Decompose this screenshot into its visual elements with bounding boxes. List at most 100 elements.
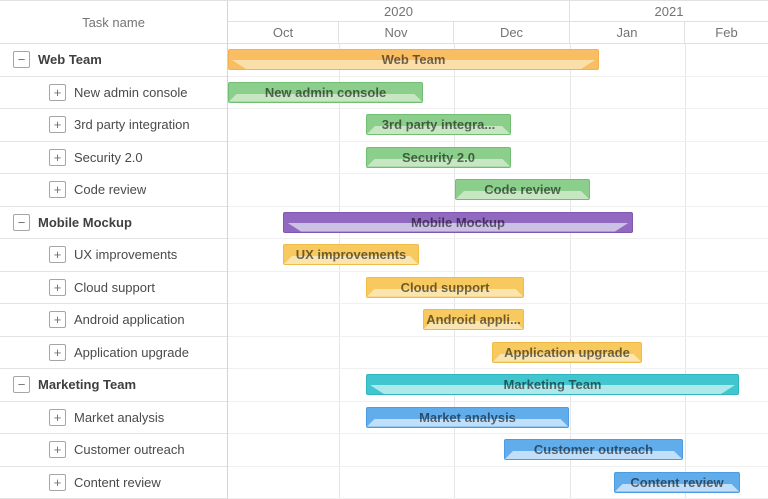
bar-text-label: New admin console [264, 84, 387, 100]
timeline-row-3rd-party-integration: 3rd party integra... [228, 109, 768, 142]
year-cell-2020: 2020 [228, 1, 570, 21]
task-name-label: Android application [74, 312, 185, 328]
month-gridline [685, 44, 686, 499]
gantt-bar-marketing-team[interactable]: Marketing Team [366, 374, 739, 395]
timeline-row-customer-outreach: Customer outreach [228, 434, 768, 467]
expand-toggle-icon[interactable]: + [49, 278, 66, 296]
year-cell-2021: 2021 [654, 3, 684, 19]
task-name-label: Application upgrade [74, 344, 189, 360]
bar-progress-band [367, 126, 510, 134]
gantt-bar-customer-outreach[interactable]: Customer outreach [504, 439, 683, 460]
gantt-bar-security-2-0[interactable]: Security 2.0 [366, 146, 511, 168]
bar-text-label: Android appli... [426, 312, 521, 327]
bar-progress-band [456, 191, 589, 199]
expand-toggle-icon[interactable]: + [49, 83, 66, 101]
task-row-customer-outreach[interactable]: +Customer outreach [0, 434, 227, 467]
bar-text-label: UX improvements [295, 247, 407, 262]
task-row-android-application[interactable]: + Android application [0, 304, 227, 337]
collapse-toggle-icon[interactable]: − [13, 376, 30, 394]
gantt-bar-market-analysis[interactable]: Market analysis [366, 406, 569, 428]
gantt-bar-3rd-party-integration[interactable]: 3rd party integra... [366, 114, 511, 135]
collapse-toggle-icon[interactable]: − [13, 213, 30, 231]
task-row-3rd-party-integration[interactable]: +3rd party integration [0, 109, 227, 142]
task-row-ux-improvements[interactable]: +UX improvements [0, 239, 227, 272]
gantt-bar-cloud-support[interactable]: Cloud support [366, 276, 524, 298]
month-cell-jan: Jan [570, 22, 685, 43]
bar-text-label: Marketing Team [503, 377, 602, 392]
gantt-bar-code-review[interactable]: Code review [455, 179, 590, 200]
gantt-bar-web-team[interactable]: Web Team [228, 49, 599, 70]
expand-toggle-icon[interactable]: + [49, 441, 66, 459]
task-name-label: Web Team [38, 52, 102, 68]
task-name-label: Marketing Team [38, 377, 137, 393]
bar-text-label: Application upgrade [504, 344, 630, 360]
timeline-row-web-team: Web Team [228, 44, 768, 77]
gantt-bar-ux-improvements[interactable]: UX improvements [283, 244, 419, 265]
expand-toggle-icon[interactable]: + [49, 181, 66, 199]
task-row-mobile-mockup[interactable]: −Mobile Mockup [0, 206, 227, 239]
task-list-panel: Task name −Web Team+New admin console+3r… [0, 1, 228, 499]
bar-text-label: Security 2.0 [402, 149, 475, 165]
bar-text-label: Cloud support [400, 279, 490, 295]
bar-progress-band [424, 321, 523, 329]
task-row-market-analysis[interactable]: +Market analysis [0, 401, 227, 434]
task-row-security-2-0[interactable]: +Security 2.0 [0, 141, 227, 174]
bar-text-label: Market analysis [419, 409, 516, 425]
gantt-bar-mobile-mockup[interactable]: Mobile Mockup [283, 211, 633, 233]
task-row-web-team[interactable]: −Web Team [0, 44, 227, 77]
expand-toggle-icon[interactable]: + [49, 473, 66, 491]
bar-progress-band [284, 256, 418, 264]
bar-text-label: Mobile Mockup [411, 214, 505, 230]
task-row-cloud-support[interactable]: + Cloud support [0, 271, 227, 304]
timeline-row-application-upgrade: Application upgrade [228, 337, 768, 369]
bar-progress-band [229, 60, 598, 69]
task-row-content-review[interactable]: + Content review [0, 466, 227, 499]
task-name-label: Content review [74, 474, 161, 490]
task-name-label: Mobile Mockup [38, 214, 132, 230]
task-column-header: Task name [0, 1, 227, 44]
task-name-label: 3rd party integration [74, 117, 190, 133]
timeline-row-cloud-support: Cloud support [228, 272, 768, 304]
task-row-new-admin-console[interactable]: +New admin console [0, 76, 227, 109]
gantt-bar-android-application[interactable]: Android appli... [423, 309, 524, 330]
expand-toggle-icon[interactable]: + [49, 343, 66, 361]
bar-progress-band [615, 484, 739, 492]
month-cell-dec: Dec [454, 22, 570, 43]
month-gridline [454, 44, 455, 499]
timeline-row-content-review: Content review [228, 467, 768, 499]
expand-toggle-icon[interactable]: + [49, 246, 66, 264]
month-cell-oct: Oct [228, 22, 339, 43]
task-rows: −Web Team+New admin console+3rd party in… [0, 44, 227, 499]
task-name-label: Code review [74, 182, 147, 198]
task-row-marketing-team[interactable]: −Marketing Team [0, 369, 227, 402]
timeline-row-mobile-mockup: Mobile Mockup [228, 207, 768, 239]
task-row-application-upgrade[interactable]: + Application upgrade [0, 336, 227, 369]
task-name-label: Cloud support [74, 279, 155, 295]
month-gridline [570, 44, 571, 499]
expand-toggle-icon[interactable]: + [49, 311, 66, 329]
bar-text-label: 3rd party integra... [381, 117, 496, 132]
gantt-bar-new-admin-console[interactable]: New admin console [228, 81, 423, 103]
month-cell-feb: Feb [715, 25, 738, 40]
bar-progress-band [229, 94, 422, 102]
expand-toggle-icon[interactable]: + [49, 148, 66, 166]
timeline-row-ux-improvements: UX improvements [228, 239, 768, 272]
month-cell-nov: Nov [339, 22, 454, 43]
timeline-row-market-analysis: Market analysis [228, 402, 768, 434]
expand-toggle-icon[interactable]: + [49, 116, 66, 134]
bar-progress-band [493, 354, 641, 362]
task-row-code-review[interactable]: + Code review [0, 174, 227, 207]
gantt-bar-application-upgrade[interactable]: Application upgrade [492, 341, 642, 363]
expand-toggle-icon[interactable]: + [49, 408, 66, 426]
bar-progress-band [505, 451, 682, 459]
timeline-gridlines [228, 44, 768, 499]
collapse-toggle-icon[interactable]: − [13, 51, 30, 69]
bar-progress-band [284, 223, 632, 232]
bar-text-label: Customer outreach [533, 442, 654, 457]
timeline-row-new-admin-console: New admin console [228, 77, 768, 109]
bar-progress-band [367, 419, 568, 427]
gantt-bar-content-review[interactable]: Content review [614, 471, 740, 493]
